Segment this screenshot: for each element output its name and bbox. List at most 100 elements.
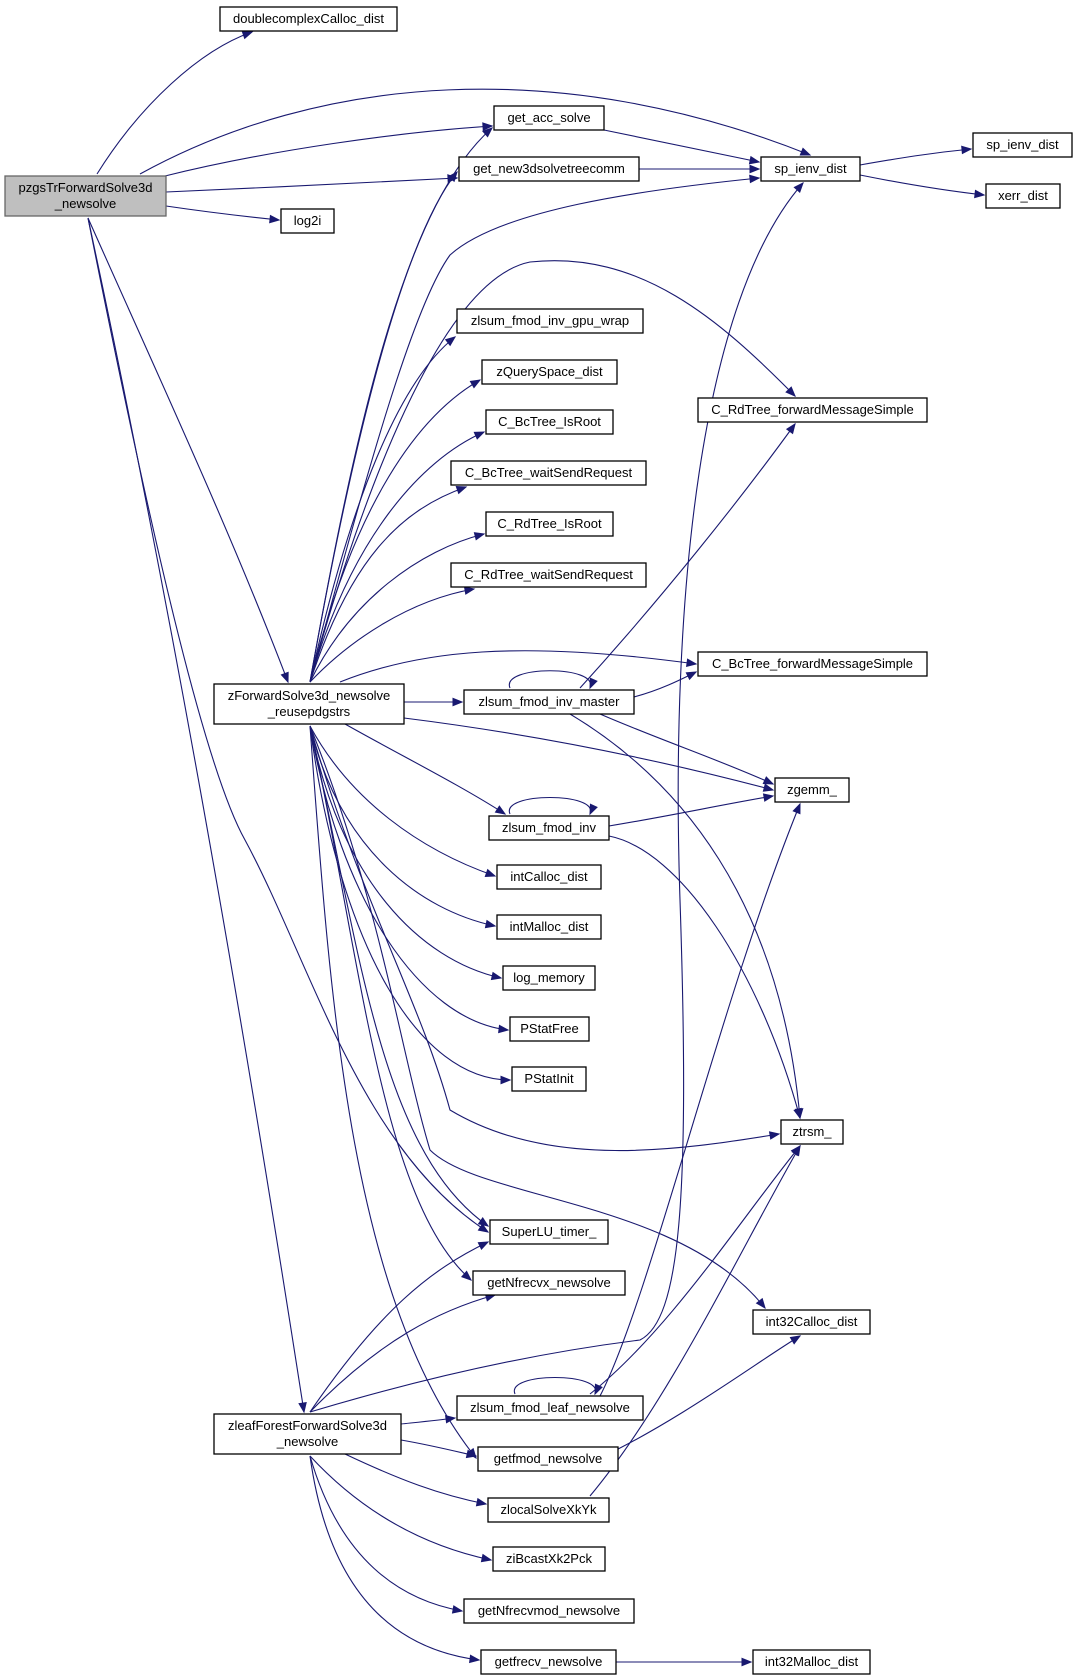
node-box bbox=[456, 1395, 644, 1421]
node-label: get_acc_solve bbox=[507, 110, 590, 125]
node-ztrsm[interactable]: ztrsm_ bbox=[780, 1119, 844, 1145]
edge-zlsum_fmod_inv_master-to-zgemm bbox=[599, 713, 775, 785]
node-c-bctree-isroot[interactable]: C_BcTree_IsRoot bbox=[485, 409, 614, 435]
edge-line bbox=[309, 127, 493, 683]
node-pstatinit[interactable]: PStatInit bbox=[511, 1066, 587, 1092]
edge-line bbox=[589, 1145, 801, 1395]
edge-zforwardsolve3d-to-get_new3dsolvetreecomm bbox=[309, 170, 458, 683]
edge-get_new3dsolvetreecomm-to-sp_ienv_dist bbox=[639, 164, 761, 174]
node-int32calloc-dist[interactable]: int32Calloc_dist bbox=[752, 1309, 871, 1335]
edge-zlocalsolvexkyk-to-ztrsm bbox=[589, 1144, 801, 1497]
arrow-head bbox=[484, 868, 497, 877]
node-get-acc-solve[interactable]: get_acc_solve bbox=[493, 105, 605, 131]
node-sp-ienv-dist-2[interactable]: sp_ienv_dist bbox=[972, 132, 1073, 158]
node-root[interactable]: pzgsTrForwardSolve3d_newsolve bbox=[4, 175, 167, 217]
edge-line bbox=[165, 177, 458, 193]
edge-zforwardsolve3d-to-zlsum_fmod_inv_gpu_wrap bbox=[309, 336, 457, 683]
arrow-head bbox=[469, 379, 482, 389]
edge-line bbox=[513, 1377, 597, 1395]
edge-zlsum_fmod_inv_master-to-c_rdtree_forwardmessagesimple bbox=[579, 422, 796, 689]
node-box bbox=[780, 1119, 844, 1145]
edge-line bbox=[579, 423, 796, 689]
node-box bbox=[509, 1016, 590, 1042]
edge-zlsum_fmod_leaf_newsolve-to-zlsum_fmod_leaf_newsolve bbox=[513, 1377, 603, 1396]
node-sp-ienv-dist[interactable]: sp_ienv_dist bbox=[760, 156, 861, 182]
arrow-head bbox=[451, 1605, 464, 1614]
edge-line bbox=[633, 671, 697, 698]
node-int32malloc-dist[interactable]: int32Malloc_dist bbox=[752, 1649, 871, 1675]
edge-line bbox=[165, 205, 280, 221]
node-box bbox=[697, 397, 928, 423]
node-superlu-timer[interactable]: SuperLU_timer_ bbox=[489, 1219, 609, 1245]
node-box bbox=[760, 156, 861, 182]
node-c-bctree-forwardmessagesimple[interactable]: C_BcTree_forwardMessageSimple bbox=[697, 651, 928, 677]
node-label: getfmod_newsolve bbox=[494, 1451, 602, 1466]
node-zibcastxk2pck[interactable]: ziBcastXk2Pck bbox=[492, 1546, 606, 1572]
node-zforwardsolve3d[interactable]: zForwardSolve3d_newsolve_reusepdgstrs bbox=[213, 683, 405, 725]
edge-zforwardsolve3d-to-pstatinit bbox=[309, 725, 512, 1085]
node-getfrecv-newsolve[interactable]: getfrecv_newsolve bbox=[480, 1649, 617, 1675]
node-label: log2i bbox=[294, 213, 322, 228]
node-zgemm[interactable]: zgemm_ bbox=[774, 777, 850, 803]
arrow-head bbox=[768, 1131, 781, 1140]
function-nodes: pzgsTrForwardSolve3d_newsolve doublecompl… bbox=[4, 6, 1073, 1675]
node-pstatfree[interactable]: PStatFree bbox=[509, 1016, 590, 1042]
node-label: C_BcTree_waitSendRequest bbox=[465, 465, 633, 480]
arrow-head bbox=[686, 658, 698, 668]
node-getnfrecvx-newsolve[interactable]: getNfrecvx_newsolve bbox=[472, 1270, 626, 1296]
edge-zforwardsolve3d-to-get_acc_solve bbox=[309, 127, 494, 683]
node-zlsum-fmod-inv-gpu-wrap[interactable]: zlsum_fmod_inv_gpu_wrap bbox=[456, 308, 644, 334]
node-label: zlsum_fmod_inv_gpu_wrap bbox=[471, 313, 629, 328]
node-label: log_memory bbox=[513, 970, 585, 985]
node-intcalloc-dist[interactable]: intCalloc_dist bbox=[496, 864, 602, 890]
node-c-rdtree-isroot[interactable]: C_RdTree_IsRoot bbox=[485, 511, 614, 537]
node-label: sp_ienv_dist bbox=[986, 137, 1059, 152]
node-zleafforest[interactable]: zleafForestForwardSolve3d_newsolve bbox=[213, 1413, 402, 1455]
node-c-rdtree-waitsendrequest[interactable]: C_RdTree_waitSendRequest bbox=[450, 562, 647, 588]
node-log2i[interactable]: log2i bbox=[280, 208, 335, 234]
node-zlsum-fmod-inv-master[interactable]: zlsum_fmod_inv_master bbox=[463, 689, 635, 715]
node-label: xerr_dist bbox=[998, 188, 1048, 203]
node-zlocalsolvexkyk[interactable]: zlocalSolveXkYk bbox=[487, 1497, 610, 1523]
node-label: C_BcTree_IsRoot bbox=[498, 414, 601, 429]
node-label: ziBcastXk2Pck bbox=[506, 1551, 592, 1566]
node-xerr-dist[interactable]: xerr_dist bbox=[985, 183, 1061, 209]
node-log-memory[interactable]: log_memory bbox=[502, 965, 596, 991]
node-label: doublecomplexCalloc_dist bbox=[233, 11, 384, 26]
edge-zforwardsolve3d-to-log_memory bbox=[309, 725, 503, 981]
edge-line bbox=[309, 1455, 463, 1612]
node-box bbox=[463, 689, 635, 715]
node-label: C_RdTree_forwardMessageSimple bbox=[711, 402, 914, 417]
edge-line bbox=[87, 217, 289, 683]
node-label: zlocalSolveXkYk bbox=[500, 1502, 597, 1517]
node-doublecomplex-calloc[interactable]: doublecomplexCalloc_dist bbox=[219, 6, 398, 32]
node-get-new3dsolvetreecomm[interactable]: get_new3dsolvetreecomm bbox=[458, 156, 640, 182]
edge-root-to-superlu_timer bbox=[87, 217, 490, 1233]
arrow-head bbox=[477, 1216, 490, 1227]
node-c-rdtree-forwardmessagesimple[interactable]: C_RdTree_forwardMessageSimple bbox=[697, 397, 928, 423]
edge-zforwardsolve3d-to-zqueryspace_dist bbox=[309, 379, 482, 683]
node-label: zlsum_fmod_leaf_newsolve bbox=[470, 1400, 630, 1415]
edge-line bbox=[339, 650, 697, 683]
edge-line bbox=[344, 723, 506, 815]
edge-line bbox=[309, 533, 485, 683]
arrow-head bbox=[241, 31, 254, 40]
node-c-bctree-waitsendrequest[interactable]: C_BcTree_waitSendRequest bbox=[450, 460, 647, 486]
node-box bbox=[752, 1649, 871, 1675]
arrow-head bbox=[444, 336, 457, 347]
edge-zlsum_fmod_inv_master-to-ztrsm bbox=[569, 713, 804, 1120]
node-zqueryspace-dist[interactable]: zQuerySpace_dist bbox=[481, 359, 618, 385]
arrow-head bbox=[463, 586, 476, 595]
node-intmalloc-dist[interactable]: intMalloc_dist bbox=[496, 914, 602, 940]
node-zlsum-fmod-leaf-newsolve[interactable]: zlsum_fmod_leaf_newsolve bbox=[456, 1395, 644, 1421]
arrow-head bbox=[785, 422, 796, 435]
edge-zforwardsolve3d-to-ztrsm bbox=[309, 725, 781, 1152]
node-getnfrecvmod-newsolve[interactable]: getNfrecvmod_newsolve bbox=[463, 1598, 635, 1624]
node-zlsum-fmod-inv[interactable]: zlsum_fmod_inv bbox=[488, 815, 610, 841]
node-getfmod-newsolve[interactable]: getfmod_newsolve bbox=[477, 1446, 619, 1472]
edge-zforwardsolve3d-to-zlsum_fmod_inv_master bbox=[404, 697, 464, 707]
arrow-head bbox=[793, 1107, 802, 1120]
node-label: zlsum_fmod_inv bbox=[502, 820, 596, 835]
edge-sp_ienv_dist-to-sp_ienv_dist_2 bbox=[859, 145, 973, 166]
